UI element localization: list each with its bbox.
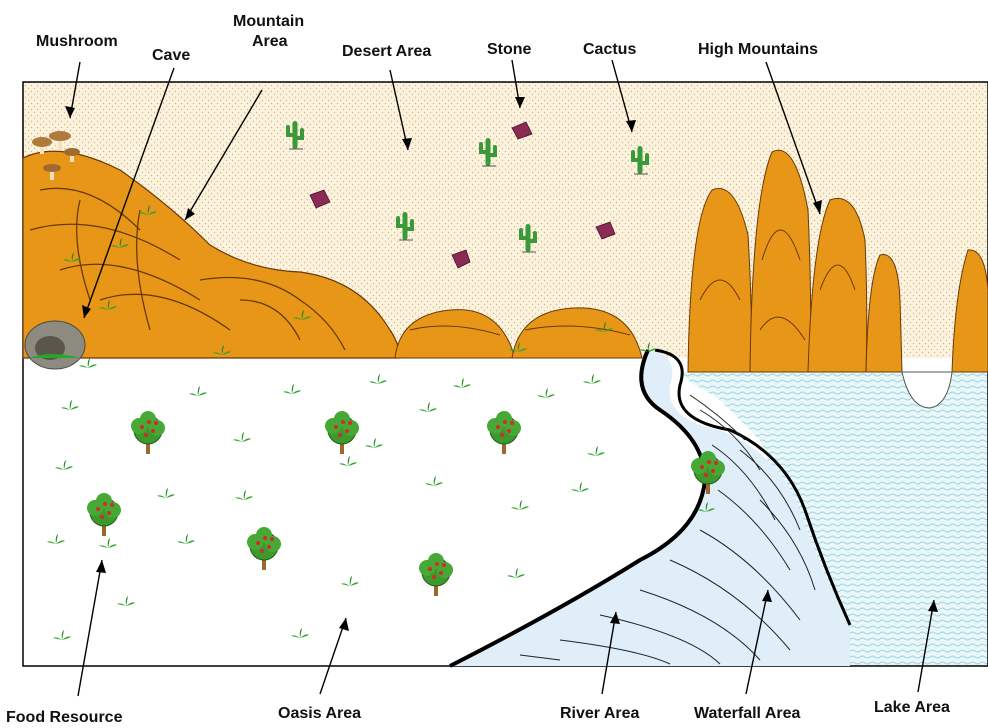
label-stone: Stone	[487, 41, 532, 58]
label-desert-area: Desert Area	[342, 43, 431, 60]
label-cave: Cave	[152, 47, 190, 64]
label-mountain-area-line1: Mountain	[233, 13, 304, 30]
label-river-area: River Area	[560, 705, 640, 722]
label-waterfall-area: Waterfall Area	[694, 705, 801, 722]
label-mountain-area-line2: Area	[252, 33, 288, 50]
cave	[25, 321, 85, 369]
label-mushroom: Mushroom	[36, 33, 118, 50]
label-cactus: Cactus	[583, 41, 636, 58]
label-high-mountains: High Mountains	[698, 41, 818, 58]
label-lake-area: Lake Area	[874, 699, 950, 716]
label-food-resource: Food Resource	[6, 709, 123, 726]
label-oasis-area: Oasis Area	[278, 705, 361, 722]
